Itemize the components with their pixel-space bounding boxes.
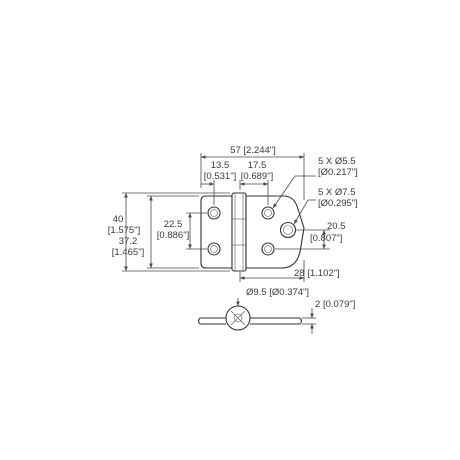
hinge-front-view bbox=[200, 192, 305, 272]
small-holes-mm: 5 X Ø5.5 bbox=[318, 156, 356, 167]
pin-diameter-label: Ø9.5 [Ø0.374"] bbox=[246, 287, 309, 298]
hole-offset-left-mm: 13.5 bbox=[211, 160, 230, 171]
hole-spacing-left-mm: 22.5 bbox=[164, 219, 183, 230]
hinge-side-view bbox=[197, 305, 303, 331]
leaf-height-in: [1.465"] bbox=[112, 247, 144, 258]
leaf-height-mm: 37.2 bbox=[119, 236, 138, 247]
overall-height-in: [1.575"] bbox=[108, 225, 140, 236]
hole-right-large bbox=[279, 221, 297, 239]
hole-right-top bbox=[261, 206, 275, 220]
hole-offset-right-in: [0.689"] bbox=[241, 171, 273, 182]
overall-width-label: 57 [2.244"] bbox=[230, 145, 276, 156]
right-leaf-width-label: 28 [1.102"] bbox=[294, 268, 340, 279]
left-leaf bbox=[200, 195, 233, 269]
hole-offset-left-in: [0.531"] bbox=[204, 171, 236, 182]
small-holes-in: [Ø0.217"] bbox=[318, 167, 358, 178]
knuckle bbox=[231, 192, 247, 272]
hole-spacing-left-in: [0.886"] bbox=[157, 230, 189, 241]
hole-left-top bbox=[207, 206, 221, 220]
overall-height-mm: 40 bbox=[113, 214, 124, 225]
large-holes-in: [Ø0.295"] bbox=[318, 198, 358, 209]
hole-offset-right-mm: 17.5 bbox=[248, 160, 267, 171]
thickness-label: 2 [0.079"] bbox=[315, 299, 355, 310]
hole-spacing-right-in: [0.807"] bbox=[310, 233, 342, 244]
dimension-lines bbox=[122, 153, 330, 334]
right-leaf bbox=[245, 195, 305, 269]
hole-right-bottom bbox=[261, 242, 275, 256]
dimension-labels: 57 [2.244"] 13.5 [0.531"] 17.5 [0.689"] … bbox=[108, 145, 358, 310]
large-holes-mm: 5 X Ø7.5 bbox=[318, 187, 356, 198]
hole-left-bottom bbox=[207, 242, 221, 256]
hole-spacing-right-mm: 20.5 bbox=[327, 221, 346, 232]
